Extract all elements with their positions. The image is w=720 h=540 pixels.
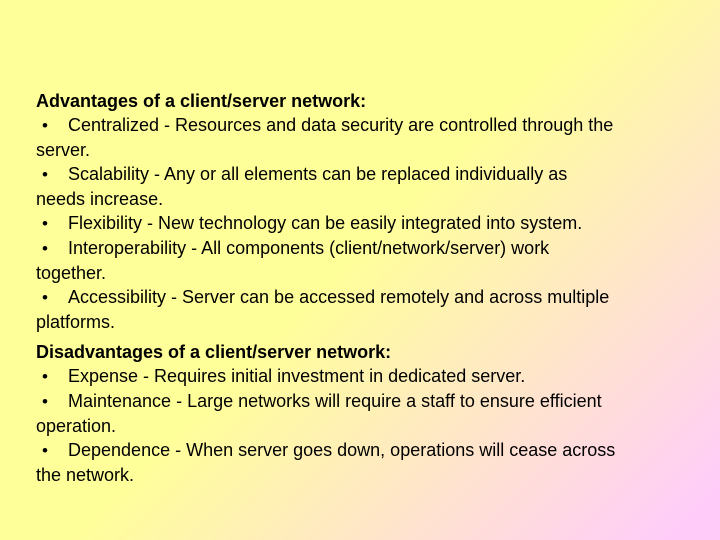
advantages-heading: Advantages of a client/server network: <box>36 91 367 111</box>
wrapped-line: server. <box>36 140 91 160</box>
wrapped-line: together. <box>36 263 107 283</box>
bullet-line-scalability: • Scalability - Any or all elements can b… <box>36 162 690 187</box>
bullet-text: Scalability - Any or all elements can be… <box>68 164 568 184</box>
bullet-line-accessibility: • Accessibility - Server can be accessed … <box>36 285 690 310</box>
bullet-icon: • <box>42 239 48 258</box>
bullet-text: Interoperability - All components (clien… <box>68 238 550 258</box>
bullet-icon: • <box>42 392 48 411</box>
bullet-icon: • <box>42 367 48 386</box>
bullet-icon: • <box>42 116 48 135</box>
bullet-text: Centralized - Resources and data securit… <box>68 115 614 135</box>
bullet-text: Expense - Requires initial investment in… <box>68 366 526 386</box>
disadvantages-heading: Disadvantages of a client/server network… <box>36 342 392 362</box>
wrapped-line: operation. <box>36 416 117 436</box>
slide-text-block: Advantages of a client/server network: •… <box>36 89 690 487</box>
bullet-line-interoperability: • Interoperability - All components (clie… <box>36 236 690 261</box>
bullet-line-dependence: • Dependence - When server goes down, ope… <box>36 438 690 463</box>
bullet-icon: • <box>42 441 48 460</box>
bullet-line-flexibility: • Flexibility - New technology can be eas… <box>36 211 690 236</box>
bullet-icon: • <box>42 214 48 233</box>
bullet-text: Accessibility - Server can be accessed r… <box>68 287 610 307</box>
wrapped-line: needs increase. <box>36 189 164 209</box>
bullet-icon: • <box>42 165 48 184</box>
bullet-text: Dependence - When server goes down, oper… <box>68 440 616 460</box>
bullet-text: Maintenance - Large networks will requir… <box>68 391 602 411</box>
bullet-text: Flexibility - New technology can be easi… <box>68 213 583 233</box>
bullet-line-maintenance: • Maintenance - Large networks will requi… <box>36 389 690 414</box>
bullet-line-expense: • Expense - Requires initial investment i… <box>36 364 690 389</box>
bullet-icon: • <box>42 288 48 307</box>
wrapped-line: the network. <box>36 465 135 485</box>
bullet-line-centralized: • Centralized - Resources and data securi… <box>36 113 690 138</box>
wrapped-line: platforms. <box>36 312 116 332</box>
